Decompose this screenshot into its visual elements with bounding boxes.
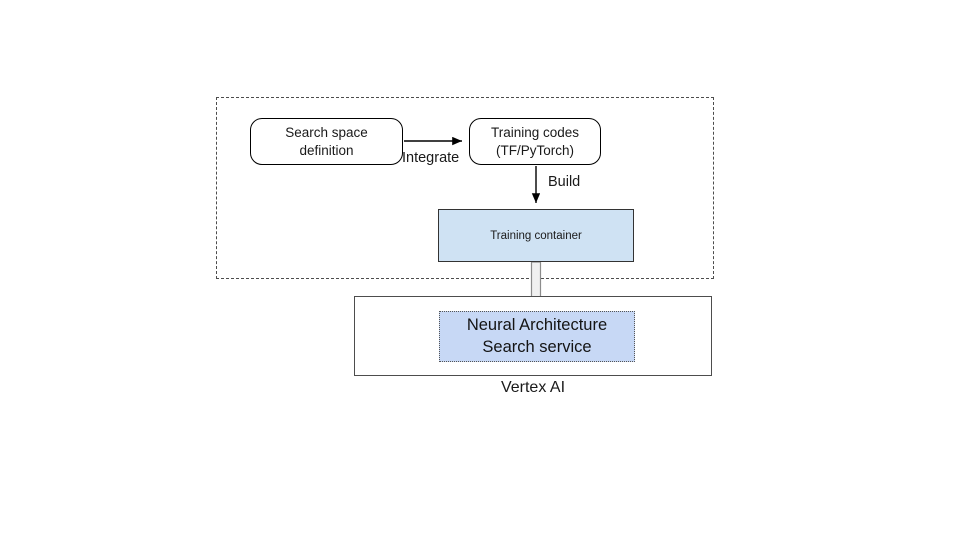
node-training-codes-line2: (TF/PyTorch) [495, 142, 574, 158]
node-training-codes-line1: Training codes [490, 124, 580, 140]
node-nas-service-text: Neural Architecture Search service [467, 315, 607, 357]
node-training-container[interactable]: Training container [438, 209, 634, 262]
edge-label-integrate: Integrate [402, 150, 460, 166]
node-training-codes[interactable]: Training codes (TF/PyTorch) [469, 118, 601, 165]
node-search-space-line1: Search space [285, 124, 368, 140]
node-nas-service-line1: Neural Architecture [466, 316, 608, 335]
node-nas-service-line2: Search service [482, 337, 592, 356]
node-search-space-definition[interactable]: Search space definition [250, 118, 403, 165]
node-training-container-label: Training container [490, 229, 582, 242]
user-environment-group [216, 97, 714, 279]
node-search-space-text: Search space definition [285, 124, 368, 160]
node-training-codes-text: Training codes (TF/PyTorch) [491, 124, 579, 160]
node-search-space-line2: definition [299, 142, 354, 158]
node-neural-architecture-search-service[interactable]: Neural Architecture Search service [439, 311, 635, 362]
vertex-ai-caption: Vertex AI [500, 379, 566, 396]
edge-label-build: Build [548, 174, 581, 190]
